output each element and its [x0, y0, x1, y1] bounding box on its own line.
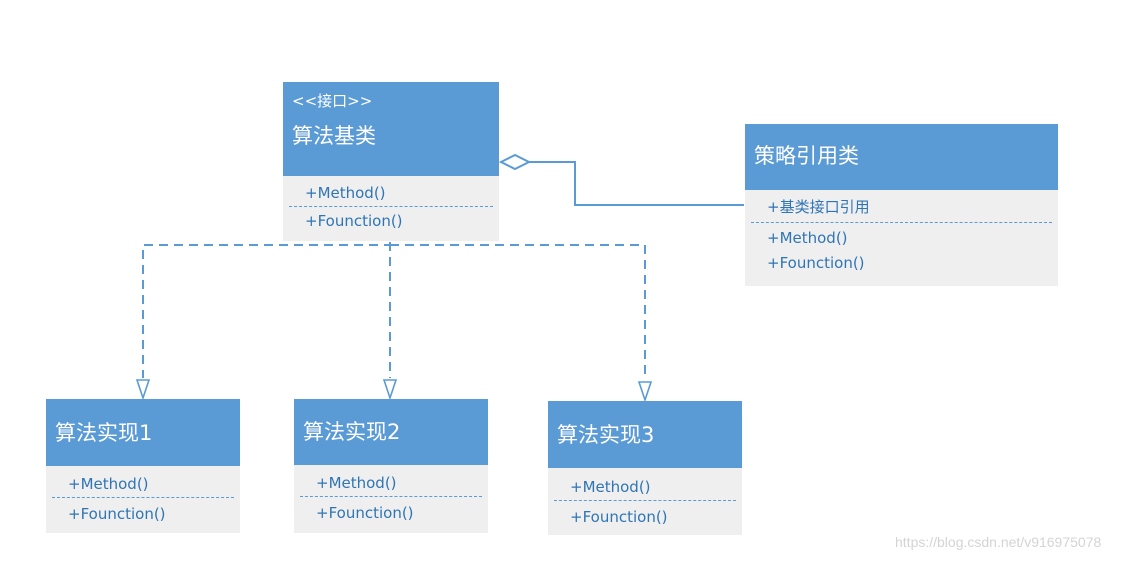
realization-arrow-icon-1: [135, 379, 151, 401]
impl-class-method-2: +Method(): [316, 474, 397, 492]
impl-class-header-1: 算法实现1: [46, 399, 240, 466]
context-class-method: +Method(): [767, 229, 848, 247]
impl-class-box-1[interactable]: 算法实现1 +Method() +Founction(): [46, 399, 240, 533]
context-class-name: 策略引用类: [754, 144, 859, 168]
base-class-separator: [289, 206, 493, 207]
impl-class-box-2[interactable]: 算法实现2 +Method() +Founction(): [294, 399, 488, 533]
context-class-separator: [751, 222, 1052, 223]
context-class-attribute: +基类接口引用: [767, 198, 870, 216]
impl-class-box-3[interactable]: 算法实现3 +Method() +Founction(): [548, 401, 742, 535]
impl-class-header-2: 算法实现2: [294, 399, 488, 465]
realization-line-to-impl-3: [390, 244, 646, 380]
realization-line-to-impl-1: [142, 242, 391, 378]
base-class-founction: +Founction(): [305, 212, 403, 230]
aggregation-line: [529, 161, 744, 206]
aggregation-diamond-icon: [498, 153, 532, 171]
impl-class-separator-1: [52, 497, 234, 498]
impl-class-founction-2: +Founction(): [316, 504, 414, 522]
impl-class-founction-1: +Founction(): [68, 505, 166, 523]
base-class-name: 算法基类: [292, 124, 376, 148]
impl-class-header-3: 算法实现3: [548, 401, 742, 468]
impl-class-separator-3: [554, 500, 736, 501]
impl-class-founction-3: +Founction(): [570, 508, 668, 526]
impl-class-method-1: +Method(): [68, 475, 149, 493]
realization-arrow-icon-2: [382, 379, 398, 401]
impl-class-method-3: +Method(): [570, 478, 651, 496]
impl-class-separator-2: [300, 496, 482, 497]
impl-class-name-3: 算法实现3: [557, 423, 655, 447]
watermark-text: https://blog.csdn.net/v916975078: [895, 534, 1102, 550]
context-class-founction: +Founction(): [767, 254, 865, 272]
impl-class-name-2: 算法实现2: [303, 420, 401, 444]
realization-lines: [142, 242, 646, 380]
context-class-box[interactable]: 策略引用类 +基类接口引用 +Method() +Founction(): [745, 124, 1058, 286]
realization-arrow-icon-3: [637, 381, 653, 403]
context-class-header: 策略引用类: [745, 124, 1058, 190]
base-class-stereotype: <<接口>>: [292, 92, 373, 110]
base-class-header: <<接口>> 算法基类: [283, 82, 499, 176]
base-class-method: +Method(): [305, 184, 386, 202]
impl-class-name-1: 算法实现1: [55, 421, 153, 445]
base-class-box[interactable]: <<接口>> 算法基类 +Method() +Founction(): [283, 82, 499, 241]
